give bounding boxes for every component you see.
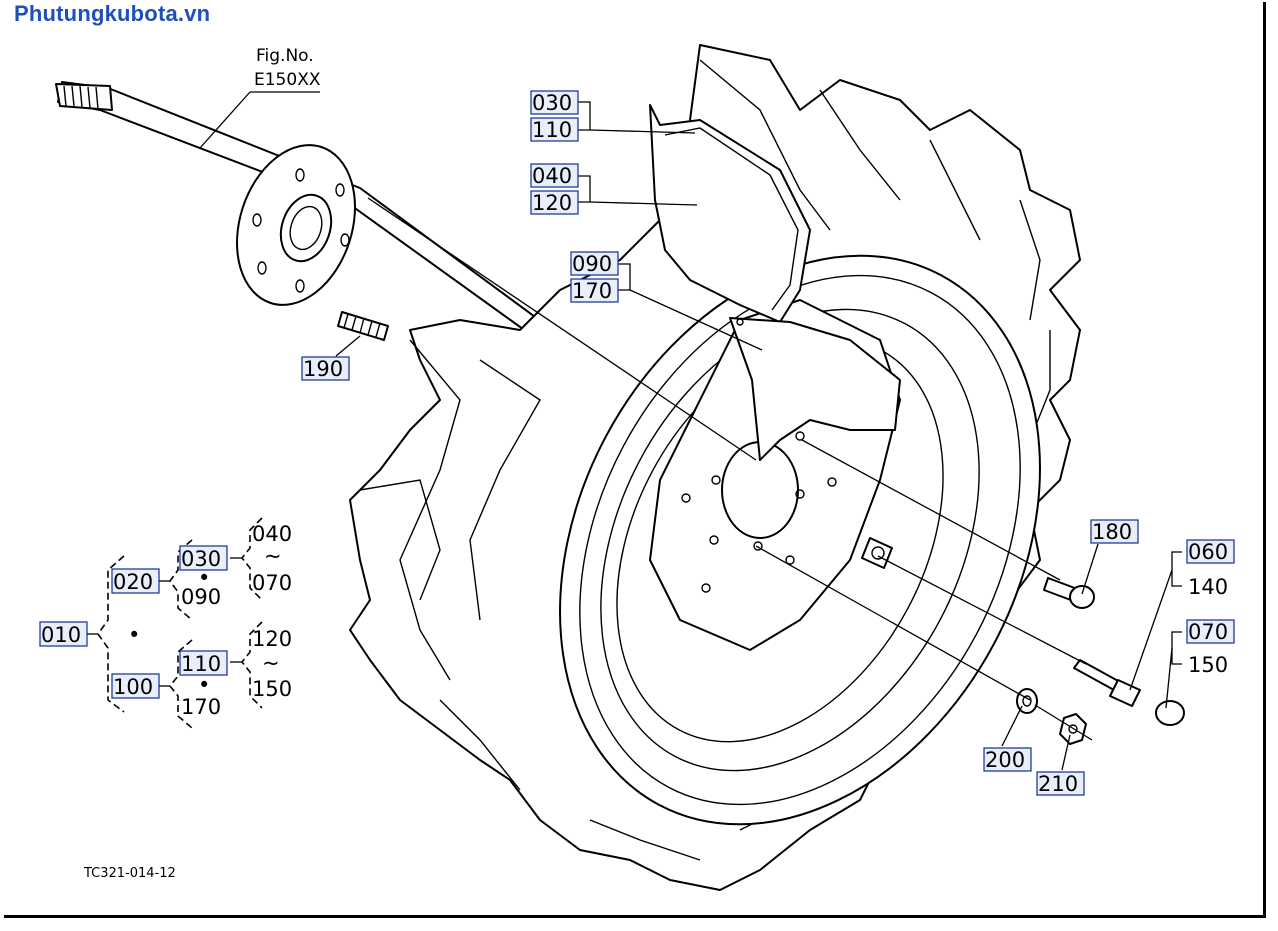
callout-150[interactable]: 150 — [1188, 653, 1228, 677]
tree-sub-030[interactable]: 030 — [181, 547, 221, 571]
tyre-cover-plate — [649, 104, 811, 323]
tree-range-from-120: 120 — [252, 627, 292, 651]
tree-sub-110[interactable]: 110 — [181, 652, 221, 676]
tree-branch-100[interactable]: 100 — [113, 675, 153, 699]
tree-range-to-150: 150 — [252, 677, 292, 701]
callout-180[interactable]: 180 — [1092, 520, 1132, 544]
bolt-180 — [1043, 577, 1095, 609]
tree-range-to-070: 070 — [252, 571, 292, 595]
tree-range-from-040: 040 — [252, 522, 292, 546]
callout-210[interactable]: 210 — [1038, 772, 1078, 796]
callout-090[interactable]: 090 — [572, 252, 612, 276]
fig-number: E150XX — [254, 70, 321, 90]
callout-110[interactable]: 110 — [532, 118, 572, 142]
callout-190[interactable]: 190 — [303, 357, 343, 381]
tree-sub-170: 170 — [181, 695, 221, 719]
fig-label: Fig.No. — [256, 46, 314, 66]
tree-dot-root: • — [128, 623, 140, 647]
tree-branch-020[interactable]: 020 — [113, 570, 153, 594]
callout-200[interactable]: 200 — [985, 748, 1025, 772]
tree-tilde-a: ~ — [264, 544, 282, 568]
callout-120[interactable]: 120 — [532, 191, 572, 215]
valve-assembly — [861, 537, 1185, 726]
callout-060[interactable]: 060 — [1188, 540, 1228, 564]
callout-040[interactable]: 040 — [532, 164, 572, 188]
diagram-frame — [4, 2, 1266, 918]
lug-tyre — [349, 44, 1081, 891]
assembly-tree: 010 • 020 030 • 090 040 ~ 070 100 110 • … — [39, 517, 292, 729]
tree-root-010[interactable]: 010 — [41, 623, 81, 647]
axle-flange — [236, 144, 356, 306]
axle-shaft — [55, 81, 741, 479]
drawing-code: TC321-014-12 — [83, 866, 176, 881]
hub-bracket-plate — [729, 317, 901, 461]
tree-sub-090: 090 — [181, 585, 221, 609]
site-title[interactable]: Phutungkubota.vn — [14, 1, 211, 26]
callout-140[interactable]: 140 — [1188, 575, 1228, 599]
callout-170[interactable]: 170 — [572, 279, 612, 303]
leader-lines — [199, 91, 1182, 771]
tree-tilde-b: ~ — [262, 651, 280, 675]
tree-dot-b: • — [198, 673, 210, 697]
callout-070[interactable]: 070 — [1188, 620, 1228, 644]
tree-dot-a: • — [198, 566, 210, 590]
stud-bolt-190 — [337, 311, 389, 341]
callout-030[interactable]: 030 — [532, 91, 572, 115]
callout-labels: 030 110 040 120 090 170 190 180 060 140 … — [301, 90, 1235, 796]
